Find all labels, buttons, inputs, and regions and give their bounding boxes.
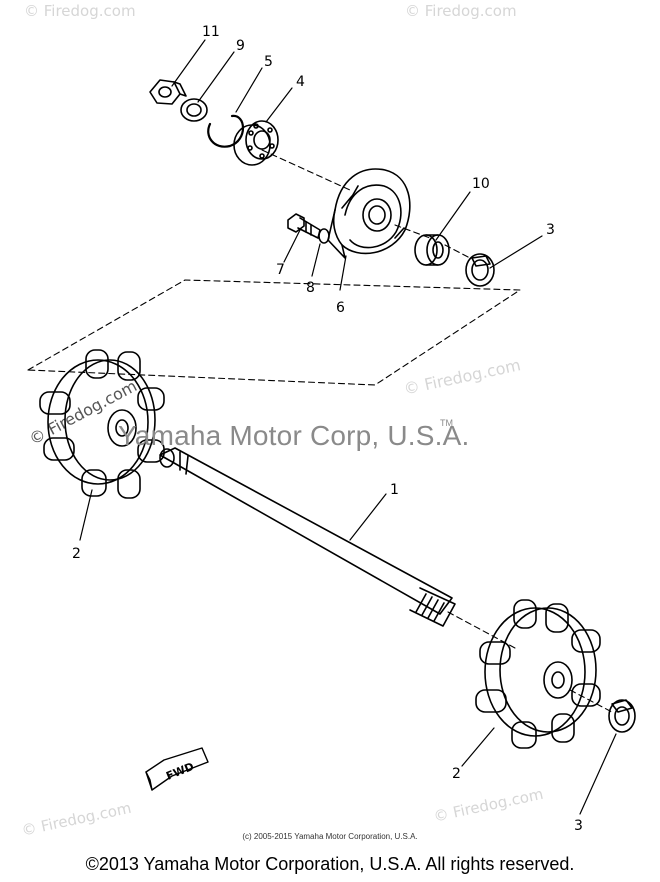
bolt-part-7 (287, 213, 321, 239)
label-4: 4 (296, 74, 305, 90)
part-numbers: 11 9 5 4 10 3 7 8 6 1 2 2 3 (72, 24, 583, 834)
collar-part-10 (414, 234, 450, 266)
bearing-part-4 (233, 120, 279, 166)
fwd-label: FWD (164, 760, 196, 783)
label-9: 9 (236, 38, 245, 54)
sprocket-part-2-right (475, 599, 601, 749)
label-3-upper: 3 (546, 222, 555, 238)
watermark-top-right: © Firedog.com (405, 2, 517, 20)
label-1: 1 (390, 482, 399, 498)
nut-part-11 (149, 79, 187, 105)
label-11: 11 (202, 24, 220, 40)
footer-copyright: ©2013 Yamaha Motor Corporation, U.S.A. A… (85, 854, 575, 874)
label-5: 5 (264, 54, 273, 70)
fwd-arrow-icon: FWD (145, 747, 209, 791)
drive-shaft-part-1 (159, 447, 456, 627)
washer-part-9 (180, 98, 208, 122)
circlip-part-5 (207, 114, 245, 148)
clamp-part-3-lower (608, 699, 636, 733)
watermark-top-left: © Firedog.com (24, 2, 136, 20)
label-7: 7 (276, 262, 285, 278)
label-10: 10 (472, 176, 490, 192)
label-3-lower: 3 (574, 818, 583, 834)
washer-part-8 (318, 228, 330, 244)
corporate-watermark: Yamaha Motor Corp, U.S.A. (118, 420, 470, 451)
sprocket-part-2-left (39, 349, 165, 499)
label-2-right: 2 (452, 766, 461, 782)
label-2-left: 2 (72, 546, 81, 562)
small-copyright: (c) 2005-2015 Yamaha Motor Corporation, … (242, 832, 418, 841)
clamp-part-3-upper (465, 253, 495, 287)
trademark-mark: TM (440, 418, 453, 428)
leader-lines (79, 39, 617, 815)
bearing-housing-part-6 (327, 168, 411, 259)
label-6: 6 (336, 300, 345, 316)
label-8: 8 (306, 280, 315, 296)
